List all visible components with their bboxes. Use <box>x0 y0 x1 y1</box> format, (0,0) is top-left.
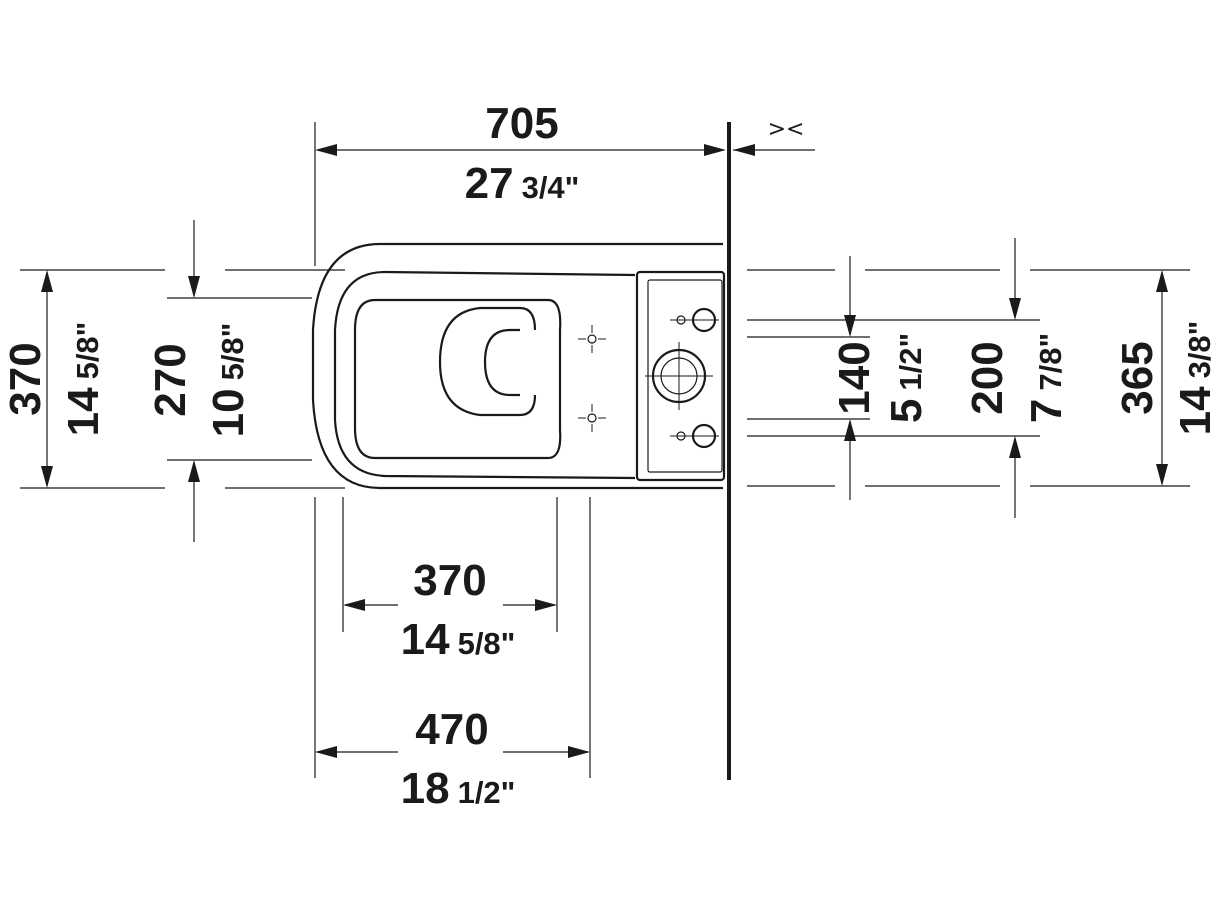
dim-370-mm: 370 <box>1 342 50 415</box>
dim-270-mm: 270 <box>146 343 195 416</box>
fixing-cross-lower <box>578 404 606 432</box>
dimension-left-370: 370 145/8" <box>1 269 345 489</box>
fixing-cross-upper <box>578 325 606 353</box>
dimension-right-365: 365 143/8" <box>1113 270 1215 486</box>
dim-370-inch: 145/8" <box>59 322 108 437</box>
dim-200-mm: 200 <box>963 341 1012 414</box>
dim-bottom-370-mm: 370 <box>413 556 486 605</box>
wall-gap-symbol: >< <box>768 117 805 142</box>
dim-365-inch: 143/8" <box>1171 321 1215 436</box>
dim-270-inch: 105/8" <box>204 323 253 438</box>
dim-140-mm: 140 <box>830 341 879 414</box>
dim-200-inch: 77/8" <box>1022 333 1071 423</box>
dim-bottom-470-mm: 470 <box>415 705 488 754</box>
dim-365-mm: 365 <box>1113 341 1162 414</box>
toilet-outline <box>311 242 726 490</box>
dimension-right-140: 140 51/2" <box>830 256 931 500</box>
dim-705-mm: 705 <box>485 99 558 148</box>
wall-gap-indicator: >< <box>733 117 815 156</box>
right-extension-lines <box>747 269 1190 487</box>
dim-140-inch: 51/2" <box>882 333 931 423</box>
dimension-left-270: 270 105/8" <box>146 220 312 542</box>
dimension-right-200: 200 77/8" <box>963 238 1071 518</box>
